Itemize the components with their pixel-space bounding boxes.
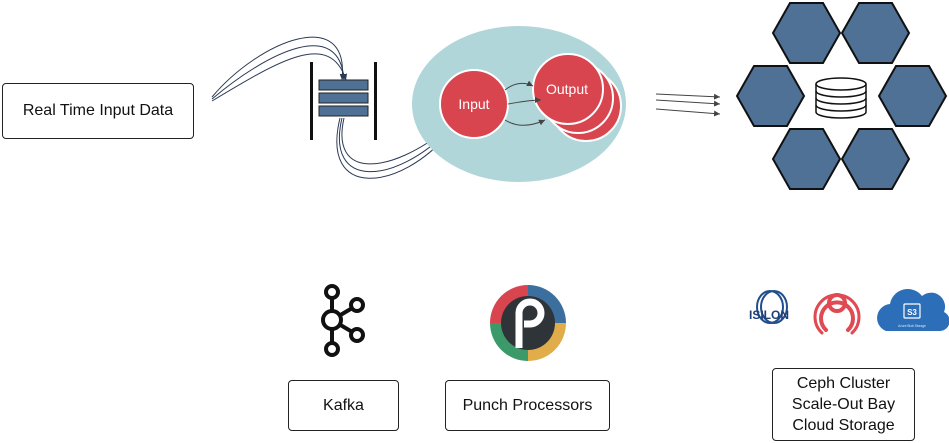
s3-badge: S3 <box>907 308 917 317</box>
isilon-logo-text: ISILON <box>749 308 789 322</box>
s3-cloud-logo: S3 Azure Blob Storage <box>877 289 949 331</box>
kafka-logo <box>321 284 365 357</box>
queue-icon <box>310 62 377 140</box>
storage-label-scaleout: Scale-Out Bay <box>791 396 896 413</box>
isilon-logo: ISILON <box>749 290 789 324</box>
input-data-label: Real Time Input Data <box>22 102 174 119</box>
hexagon-bottom-left <box>771 128 842 190</box>
input-node-label: Input <box>458 96 489 112</box>
output-node-label: Output <box>546 81 588 97</box>
processor-to-storage-arrows <box>655 93 721 117</box>
storage-hexagon-cluster <box>735 2 948 190</box>
input-to-queue-arrows <box>211 36 348 102</box>
hexagon-bottom-right <box>840 128 911 190</box>
input-to-output-arrows <box>504 80 546 126</box>
ceph-logo <box>813 293 861 335</box>
kafka-label: Kafka <box>323 396 364 414</box>
kafka-box: Kafka <box>288 380 399 431</box>
storage-label-cloud: Cloud Storage <box>792 417 895 434</box>
punch-processors-label: Punch Processors <box>462 396 593 414</box>
output-node <box>532 53 604 125</box>
hexagon-top-right <box>840 2 911 64</box>
database-icon <box>815 77 867 119</box>
hexagon-middle-left <box>735 65 806 127</box>
storage-label-ceph: Ceph Cluster <box>796 375 891 392</box>
storage-box: Ceph Cluster Scale-Out Bay Cloud Storage <box>772 368 915 441</box>
s3-caption: Azure Blob Storage <box>898 324 926 328</box>
hexagon-top-left <box>771 2 842 64</box>
punch-processors-box: Punch Processors <box>445 380 610 431</box>
input-data-box: Real Time Input Data <box>2 83 194 139</box>
hexagon-middle-right <box>877 65 948 127</box>
punch-logo <box>490 285 566 361</box>
